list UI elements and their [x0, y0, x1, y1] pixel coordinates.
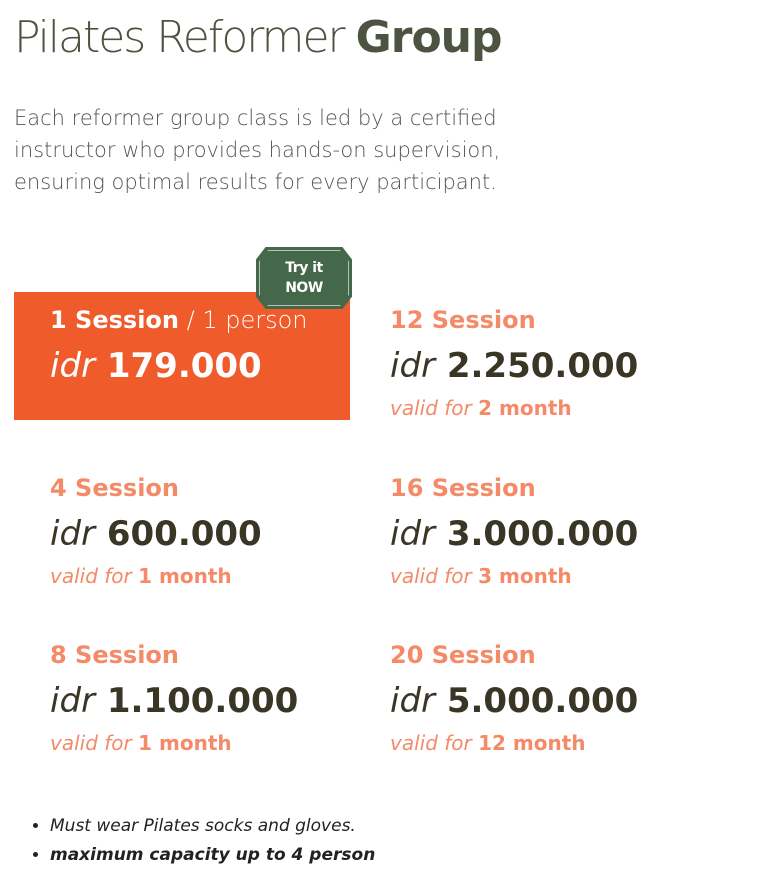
validity: valid for 3 month: [390, 564, 572, 588]
price: idr 600.000: [50, 514, 262, 554]
session-label: 1 Session / 1 person: [50, 306, 308, 334]
session-label: 20 Session: [390, 641, 536, 669]
featured-package[interactable]: 1 Session / 1 person idr 179.000: [14, 292, 350, 420]
description: Each reformer group class is led by a ce…: [14, 106, 501, 194]
notes-list: Must wear Pilates socks and gloves. maxi…: [30, 812, 375, 870]
note-item: Must wear Pilates socks and gloves.: [50, 812, 375, 841]
session-label: 4 Session: [50, 474, 179, 502]
price: idr 3.000.000: [390, 514, 639, 554]
price: idr 1.100.000: [50, 681, 299, 721]
price: idr 2.250.000: [390, 346, 639, 386]
session-label: 8 Session: [50, 641, 179, 669]
price: idr 179.000: [50, 346, 262, 386]
package-card: 4 Session idr 600.000 valid for 1 month: [14, 460, 350, 588]
validity: valid for 1 month: [50, 731, 232, 755]
session-label: 16 Session: [390, 474, 536, 502]
package-card: 12 Session idr 2.250.000 valid for 2 mon…: [354, 292, 690, 420]
price: idr 5.000.000: [390, 681, 639, 721]
package-card: 16 Session idr 3.000.000 valid for 3 mon…: [354, 460, 690, 588]
package-card: 8 Session idr 1.100.000 valid for 1 mont…: [14, 627, 350, 755]
validity: valid for 12 month: [390, 731, 586, 755]
page-title: Pilates Reformer Group: [14, 12, 502, 63]
note-item: maximum capacity up to 4 person: [50, 841, 375, 870]
session-label: 12 Session: [390, 306, 536, 334]
validity: valid for 1 month: [50, 564, 232, 588]
package-card: 20 Session idr 5.000.000 valid for 12 mo…: [354, 627, 690, 755]
validity: valid for 2 month: [390, 396, 572, 420]
